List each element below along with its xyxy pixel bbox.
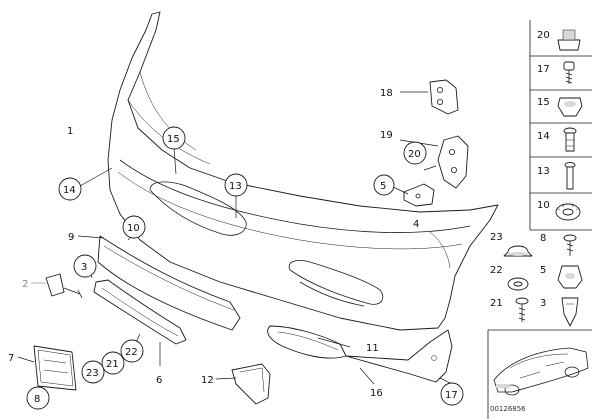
callout-12: 12 [201,375,214,386]
screw-icon-8 [563,234,577,256]
washer-icon-22 [507,277,529,291]
callout-17: 17 [445,390,458,401]
clip-nut-icon [557,29,581,51]
rivet-icon-13 [564,162,576,190]
bracket-4 [403,183,435,207]
rivet-icon-14 [563,127,577,152]
bracket-19 [437,135,469,189]
grommet-icon-23 [503,245,533,257]
panel-label-14: 14 [537,131,550,142]
callout-6: 6 [156,375,162,386]
grille-insert [267,325,347,359]
panel-label-10: 10 [537,200,550,211]
car-thumbnail: 00126856 [490,347,589,413]
lower-bracket [345,329,453,383]
callout-labels: 1 2 4 6 7 9 11 12 16 18 19 [8,88,419,399]
callout-11: 11 [366,343,379,354]
callout-5: 5 [380,181,386,192]
callout-4: 4 [413,219,419,230]
panel-label-20: 20 [537,30,550,41]
callout-14: 14 [63,185,76,196]
bracket-18 [429,79,459,115]
lower-spoiler [97,235,241,331]
callout-18: 18 [380,88,393,99]
callout-10: 10 [127,223,140,234]
callout-8: 8 [34,394,40,405]
panel-label-13: 13 [537,166,550,177]
image-code: 00126856 [490,405,526,413]
panel-label-22: 22 [490,265,503,276]
callout-21: 21 [106,359,119,370]
callout-19: 19 [380,130,393,141]
callout-2: 2 [22,279,28,290]
small-bracket [45,273,83,299]
nut-icon-5 [557,265,583,289]
callout-1: 1 [67,126,73,137]
panel-label-17: 17 [537,64,550,75]
callout-22: 22 [125,347,138,358]
callout-3: 3 [81,262,87,273]
panel-label-15: 15 [537,97,550,108]
panel-label-21: 21 [490,298,503,309]
license-plate-base [33,345,77,391]
callout-7: 7 [8,353,14,364]
clip-icon-3 [561,297,579,327]
circled-callouts: 14 15 13 10 3 20 5 22 21 23 8 17 [26,126,464,410]
panel-label-3: 3 [540,298,546,309]
panel-label-5: 5 [540,265,546,276]
callout-13: 13 [229,181,242,192]
trim-strip [93,279,187,345]
callout-23: 23 [86,368,99,379]
callout-9: 9 [68,232,74,243]
callout-15: 15 [167,134,180,145]
washer-icon-10 [555,203,581,221]
spreader-nut-icon [557,97,583,117]
callout-20: 20 [408,149,421,160]
panel-label-8: 8 [540,233,546,244]
screw-icon-21 [515,297,529,322]
fastener-panel: 20 17 15 14 13 10 [487,20,592,419]
bumper-cover [107,11,499,331]
callout-16: 16 [370,388,383,399]
panel-label-23: 23 [490,232,503,243]
cover-plate [231,363,271,405]
screw-icon-17 [563,61,575,84]
